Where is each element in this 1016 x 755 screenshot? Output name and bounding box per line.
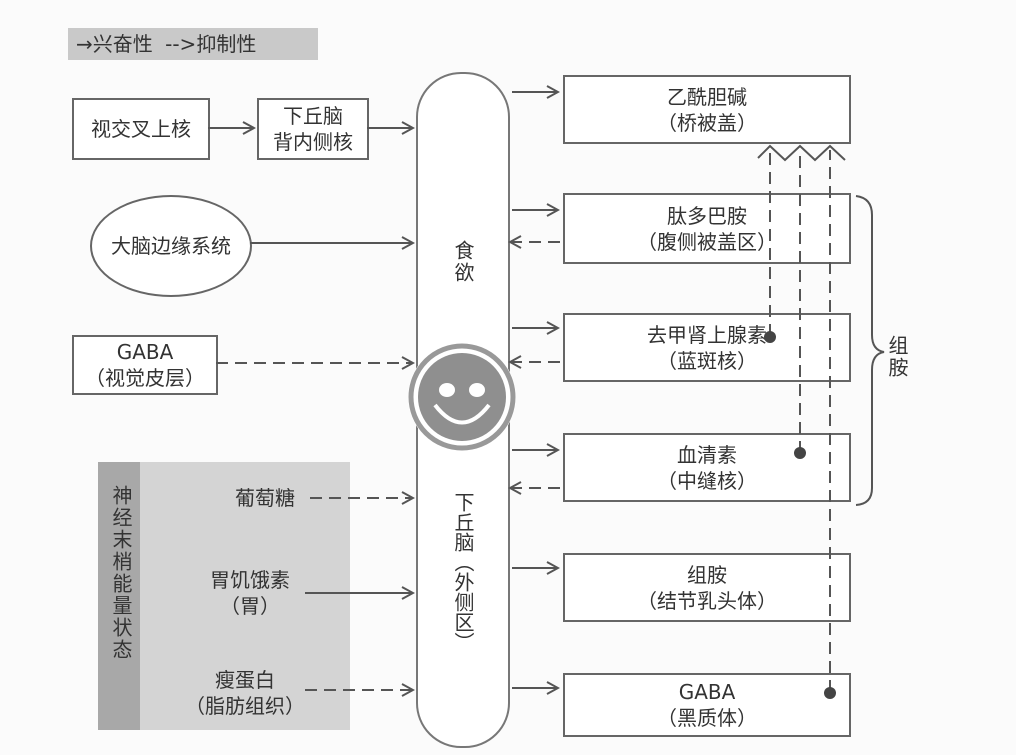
right-name: 去甲肾上腺素 [647, 322, 767, 347]
right-name: 血清素 [677, 442, 737, 467]
dmh-box: 下丘脑背内侧核 [257, 98, 369, 160]
right-region: （黑质体） [657, 706, 757, 730]
ghrelin-line1: 胃饥饿素 [210, 568, 290, 592]
right-region: （结节乳头体） [637, 588, 777, 613]
right-region: （蓝斑核） [657, 348, 757, 373]
ghrelin-line2: （胃） [220, 594, 280, 618]
dmh-line2: 背内侧核 [273, 130, 353, 154]
energy-panel-strip [98, 462, 140, 730]
right-region: （中缝核） [657, 468, 757, 493]
right-box-5: GABA（黑质体） [563, 673, 851, 737]
right-region: （腹侧被盖区） [637, 229, 777, 254]
right-name: 肽多巴胺 [667, 203, 747, 228]
dot-5ht [794, 447, 806, 459]
right-name: 乙酰胆碱 [667, 84, 747, 109]
glucose-label: 葡萄糖 [235, 486, 295, 510]
right-region: （桥被盖） [657, 110, 757, 135]
right-box-3: 血清素（中缝核） [563, 433, 851, 502]
gaba-visual-line1: GABA [116, 340, 174, 364]
dot-ne [764, 331, 776, 343]
right-box-4: 组胺（结节乳头体） [563, 553, 851, 622]
legend-excitatory: →兴奋性 [76, 32, 153, 56]
leptin-line2: （脂肪组织） [185, 694, 305, 718]
leptin-label: 瘦蛋白（脂肪组织） [180, 667, 310, 719]
limbic-ellipse: 大脑边缘系统 [90, 195, 252, 297]
gaba-visual-box: GABA（视觉皮层） [72, 335, 218, 395]
right-name: 组胺 [687, 562, 727, 587]
inhibition-zigzag [757, 144, 846, 162]
limbic-label: 大脑边缘系统 [111, 234, 231, 258]
dmh-line1: 下丘脑 [283, 104, 343, 128]
energy-panel-title: 神经末梢能量状态 [109, 485, 133, 661]
right-box-0: 乙酰胆碱（桥被盖） [563, 75, 851, 144]
leptin-line1: 瘦蛋白 [215, 668, 275, 692]
ghrelin-label: 胃饥饿素（胃） [190, 567, 310, 619]
appetite-label: 食欲 [451, 240, 475, 284]
energy-panel [98, 462, 350, 730]
legend-inhibitory: -->抑制性 [165, 32, 257, 56]
right-box-1: 肽多巴胺（腹侧被盖区） [563, 193, 851, 264]
dot-gaba [824, 687, 836, 699]
gaba-visual-line2: （视觉皮层） [85, 366, 205, 390]
legend: →兴奋性 -->抑制性 [68, 28, 318, 60]
right-name: GABA [678, 680, 736, 704]
brace-label: 组胺 [885, 335, 909, 379]
histamine-brace [855, 195, 885, 506]
smiley-icon [408, 343, 516, 451]
right-box-2: 去甲肾上腺素（蓝斑核） [563, 313, 851, 382]
scn-label: 视交叉上核 [91, 117, 191, 141]
hypothalamus-label: 下丘脑（外侧区） [451, 492, 475, 652]
